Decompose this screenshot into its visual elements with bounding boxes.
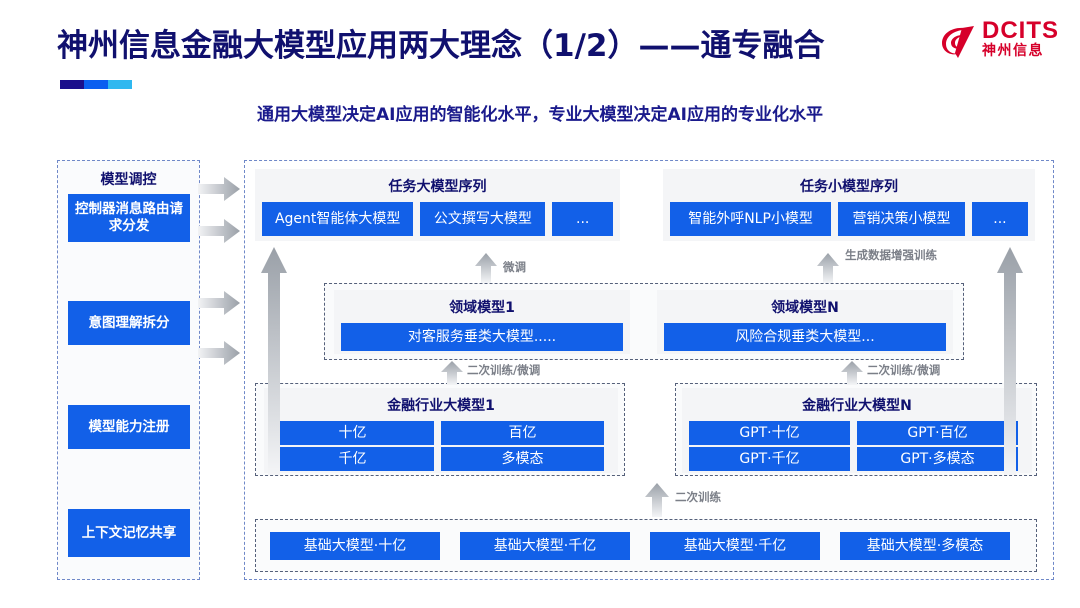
arrow-up-industry1-to-domain1 [441,361,463,385]
domain-n-box-row: 风险合规垂类大模型... [657,317,953,358]
accent-bar [60,80,132,89]
panel-title-task-small: 任务小模型序列 [800,179,898,195]
sidebar-item-context-memory-share[interactable]: 上下文记忆共享 [68,509,190,557]
arrow-up-industryn-to-task-small [997,247,1023,475]
panel-task-large-models: 任务大模型序列 Agent智能体大模型 公文撰写大模型 ... [255,169,620,241]
arrow-up-industryn-to-domainn [841,361,863,385]
flow-arrow-right-3 [198,291,240,315]
sidebar-title: 模型调控 [100,172,157,188]
logo-cn-text: 神州信息 [982,43,1044,60]
label-retrain-finetune-left: 二次训练/微调 [467,363,541,377]
industry-model-n-container: 金融行业大模型N GPT·十亿 GPT·百亿 GPT·千亿 GPT·多模态 [675,383,1037,476]
accent-segment-2 [84,80,108,89]
box-risk-compliance-vertical-model[interactable]: 风险合规垂类大模型... [664,323,946,351]
panel-industry-model-1: 金融行业大模型1 十亿 百亿 千亿 多模态 [264,388,618,473]
box-outbound-nlp-small-model[interactable]: 智能外呼NLP小模型 [670,202,832,236]
box-base-qianyi-2[interactable]: 基础大模型·千亿 [650,532,820,560]
panel-title-domain-n: 领域模型N [771,300,839,316]
box-marketing-decision-small-model[interactable]: 营销决策小模型 [838,202,965,236]
arrow-up-base-to-industry [645,483,669,517]
box-industry1-shiyi[interactable]: 十亿 [271,421,434,445]
arrow-up-domain1-to-task [475,253,497,283]
sidebar-item-intent-understanding[interactable]: 意图理解拆分 [68,301,190,345]
box-task-large-more[interactable]: ... [552,202,613,236]
flow-arrow-right-2 [198,219,240,243]
domain-1-box-row: 对客服务垂类大模型..... [334,317,630,358]
box-customer-service-vertical-model[interactable]: 对客服务垂类大模型..... [341,323,623,351]
box-industryn-gpt-qianyi[interactable]: GPT·千亿 [689,447,850,471]
accent-segment-1 [60,80,84,89]
industry-n-row-b: GPT·千亿 GPT·多模态 [682,447,1032,478]
panel-industry-model-n: 金融行业大模型N GPT·十亿 GPT·百亿 GPT·千亿 GPT·多模态 [682,388,1032,473]
box-base-multimodal[interactable]: 基础大模型·多模态 [840,532,1010,560]
panel-task-small-models: 任务小模型序列 智能外呼NLP小模型 营销决策小模型 ... [663,169,1035,241]
flow-arrow-right-4 [198,341,240,365]
sidebar-model-control: 模型调控 控制器消息路由请求分发 意图理解拆分 模型能力注册 上下文记忆共享 [57,160,200,580]
box-base-shiyi[interactable]: 基础大模型·十亿 [270,532,440,560]
slide-header: 神州信息金融大模型应用两大理念（1/2）——通专融合 DCITS 神州信息 [0,0,1080,95]
task-small-box-row: 智能外呼NLP小模型 营销决策小模型 ... [663,196,1035,243]
box-task-small-more[interactable]: ... [971,202,1028,236]
main-architecture-container: 任务大模型序列 Agent智能体大模型 公文撰写大模型 ... 任务小模型序列 … [244,160,1054,580]
arrow-up-industry1-to-task [261,247,287,475]
logo-en-text: DCITS [982,17,1059,44]
arrow-up-domainn-to-task-small [817,253,839,283]
label-fine-tune: 微调 [503,260,526,274]
domain-layer-container: 领域模型1 对客服务垂类大模型..... 领域模型N 风险合规垂类大模型... [324,283,964,360]
sidebar-item-capability-registration[interactable]: 模型能力注册 [68,405,190,449]
box-industryn-gpt-multimodal[interactable]: GPT·多模态 [857,447,1018,471]
accent-segment-3 [108,80,132,89]
base-layer-row: 基础大模型·十亿 基础大模型·千亿 基础大模型·千亿 基础大模型·多模态 [256,520,1036,572]
box-agent-large-model[interactable]: Agent智能体大模型 [262,202,414,236]
box-industryn-gpt-shiyi[interactable]: GPT·十亿 [689,421,850,445]
logo-text: DCITS 神州信息 [982,18,1059,60]
industry-n-row-a: GPT·十亿 GPT·百亿 [682,415,1032,447]
industry-model-1-container: 金融行业大模型1 十亿 百亿 千亿 多模态 [255,383,625,476]
box-doc-writing-large-model[interactable]: 公文撰写大模型 [420,202,546,236]
panel-title-domain-1: 领域模型1 [449,300,515,316]
label-retrain-finetune-right: 二次训练/微调 [867,363,941,377]
page-subtitle: 通用大模型决定AI应用的智能化水平，专业大模型决定AI应用的专业化水平 [257,105,823,125]
dcits-swirl-icon [942,26,974,58]
sidebar-item-controller-routing[interactable]: 控制器消息路由请求分发 [68,194,190,242]
panel-domain-model-1: 领域模型1 对客服务垂类大模型..... [334,290,630,354]
panel-title-task-large: 任务大模型序列 [388,179,487,195]
company-logo: DCITS 神州信息 [938,16,1068,72]
task-large-box-row: Agent智能体大模型 公文撰写大模型 ... [255,196,620,243]
label-retrain: 二次训练 [675,490,721,504]
box-industryn-gpt-baiyi[interactable]: GPT·百亿 [857,421,1018,445]
base-layer-container: 基础大模型·十亿 基础大模型·千亿 基础大模型·千亿 基础大模型·多模态 [255,519,1037,572]
box-base-qianyi-1[interactable]: 基础大模型·千亿 [460,532,630,560]
panel-title-industry-n: 金融行业大模型N [802,398,912,414]
box-industry1-qianyi[interactable]: 千亿 [271,447,434,471]
panel-title-industry-1: 金融行业大模型1 [387,398,495,414]
industry-1-row-b: 千亿 多模态 [264,447,618,478]
industry-1-row-a: 十亿 百亿 [264,415,618,447]
box-industry1-baiyi[interactable]: 百亿 [441,421,604,445]
box-industry1-multimodal[interactable]: 多模态 [441,447,604,471]
panel-domain-model-n: 领域模型N 风险合规垂类大模型... [657,290,953,354]
page-title: 神州信息金融大模型应用两大理念（1/2）——通专融合 [57,28,825,64]
label-data-augmentation: 生成数据增强训练 [845,248,937,262]
flow-arrow-right-1 [198,177,240,201]
